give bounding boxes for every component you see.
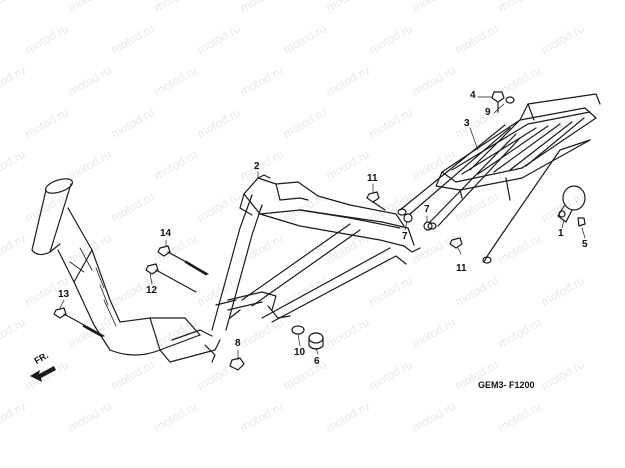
rear-side-rails bbox=[241, 204, 421, 323]
callout-10: 10 bbox=[294, 347, 306, 358]
callout-12: 12 bbox=[146, 285, 158, 296]
diagram-code: GEM3- F1200 bbox=[478, 380, 535, 390]
callout-2: 2 bbox=[254, 161, 260, 172]
callout-3: 3 bbox=[464, 118, 470, 129]
callout-14: 14 bbox=[160, 228, 172, 239]
callout-11-top: 11 bbox=[367, 173, 378, 184]
rear-carrier bbox=[397, 93, 601, 264]
leader-lines bbox=[59, 96, 586, 361]
callout-7-right: 7 bbox=[424, 204, 430, 215]
fasteners bbox=[53, 91, 586, 371]
center-post bbox=[211, 194, 263, 331]
callout-1: 1 bbox=[558, 228, 564, 239]
callout-9: 9 bbox=[485, 107, 491, 118]
callout-13: 13 bbox=[58, 289, 70, 300]
callout-8: 8 bbox=[235, 338, 241, 349]
callout-11-right: 11 bbox=[456, 263, 467, 274]
head-pipe bbox=[31, 178, 74, 256]
callout-4: 4 bbox=[470, 90, 476, 101]
front-direction-arrow-icon bbox=[30, 366, 56, 382]
cross-member bbox=[239, 174, 351, 219]
main-frame-tube bbox=[57, 207, 221, 363]
callout-7-left: 7 bbox=[402, 231, 408, 242]
reflector bbox=[557, 185, 586, 223]
callout-5: 5 bbox=[582, 239, 588, 250]
lower-bracket bbox=[227, 291, 291, 319]
callout-6: 6 bbox=[314, 356, 320, 367]
